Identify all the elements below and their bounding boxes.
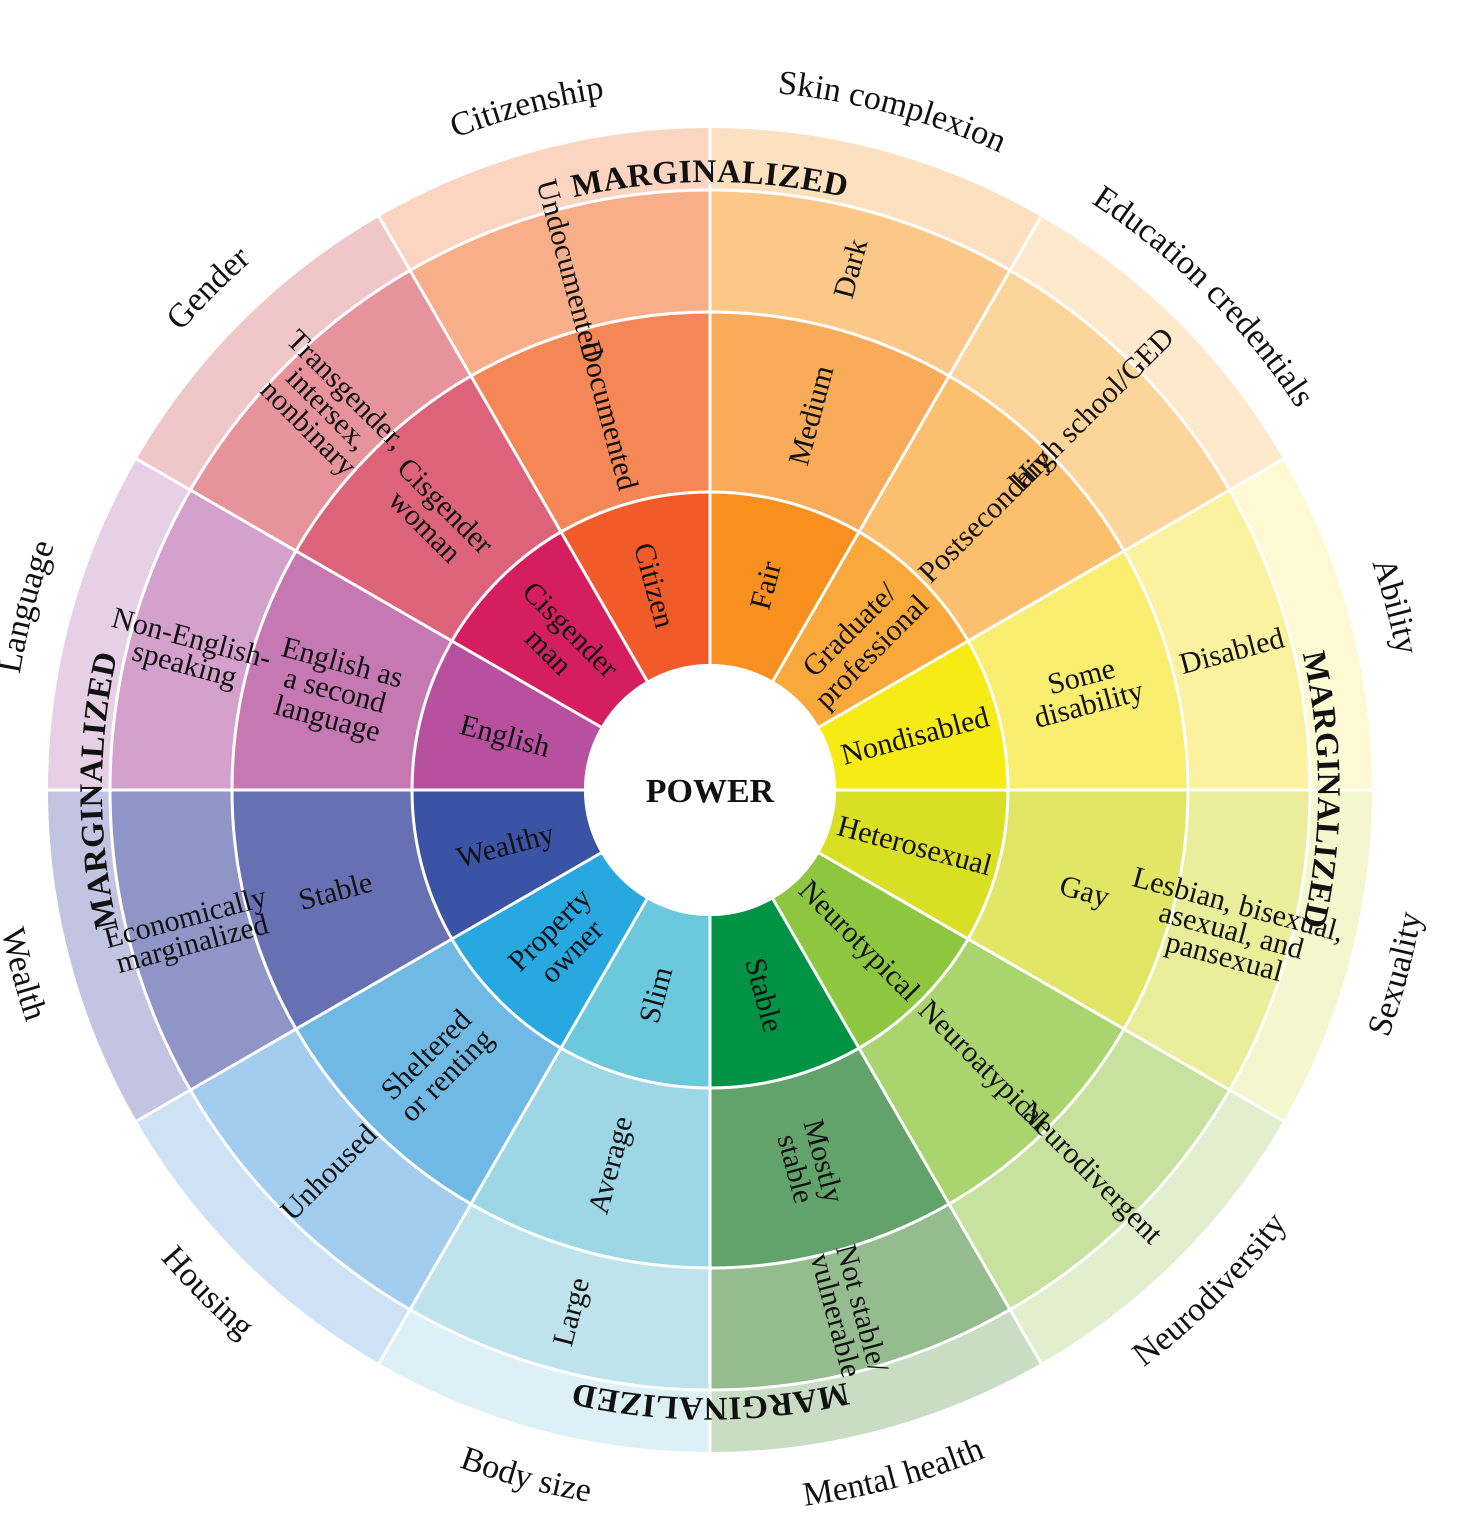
sector-education-credentials-ring-3 (949, 270, 1230, 551)
sector-neurodiversity-ring-4 (1010, 1090, 1284, 1364)
center-power-label: POWER (646, 773, 775, 810)
sector-sexuality-ring-1 (819, 790, 1008, 939)
sector-neurodiversity-ring-2 (859, 939, 1124, 1204)
spoke-separator (771, 215, 1043, 682)
sector-mental-health-ring-4 (710, 1309, 1041, 1452)
spoke-separator (135, 457, 602, 729)
sector-ability-ring-3 (1123, 490, 1310, 790)
sector-language-ring-1 (412, 641, 601, 790)
wheel-separators (48, 128, 1372, 1452)
category-label-citizenship: Citizenship (445, 69, 606, 145)
wheel-sectors (48, 128, 1372, 1452)
sector-housing-ring-2 (296, 939, 561, 1204)
spoke-separator (818, 457, 1285, 729)
sector-skin-complexion-ring-3 (710, 190, 1010, 377)
spoke-separator (818, 851, 1285, 1123)
sector-sexuality-ring-3 (1123, 790, 1310, 1090)
sector-neurodiversity-ring-1 (773, 853, 969, 1049)
spoke-separator (135, 851, 602, 1123)
sector-gender-ring-2 (296, 376, 561, 641)
category-label-text: Citizenship (445, 69, 606, 145)
sector-education-credentials-ring-2 (859, 376, 1124, 641)
category-label-text: Body size (456, 1440, 594, 1510)
sector-skin-complexion-ring-4 (710, 128, 1041, 271)
sector-education-credentials-ring-4 (1010, 216, 1284, 491)
category-label-text: Language (0, 535, 62, 676)
sector-gender-ring-4 (136, 216, 411, 491)
sector-citizenship-ring-4 (379, 128, 710, 271)
sector-housing-ring-4 (136, 1090, 411, 1364)
sector-language-ring-3 (110, 490, 297, 790)
sector-wealth-ring-1 (412, 790, 601, 939)
category-label-body-size: Body size (456, 1440, 594, 1510)
sector-wealth-ring-4 (48, 790, 191, 1121)
sector-ability-ring-4 (1229, 459, 1372, 790)
category-label-ability: Ability (1365, 554, 1426, 658)
sector-gender-ring-3 (190, 270, 471, 551)
sector-housing-ring-1 (451, 853, 647, 1049)
ring-label-language-2: English asa secondlanguage (263, 631, 406, 751)
spoke-separator (771, 898, 1043, 1365)
category-label-language: Language (0, 535, 62, 676)
sector-citizenship-ring-3 (410, 190, 710, 377)
spoke-separator (377, 898, 649, 1365)
category-label-sexuality: Sexuality (1361, 909, 1429, 1041)
category-label-text: Wealth (0, 924, 54, 1025)
sector-sexuality-ring-4 (1229, 790, 1372, 1121)
sector-body-size-ring-3 (410, 1203, 710, 1390)
sector-mental-health-ring-1 (710, 899, 859, 1088)
sector-wealth-ring-3 (110, 790, 297, 1090)
sector-body-size-ring-4 (379, 1309, 710, 1452)
sector-gender-ring-1 (451, 531, 647, 727)
center-circle (584, 664, 836, 916)
category-label-text: Sexuality (1361, 909, 1429, 1041)
sector-ability-ring-1 (819, 641, 1008, 790)
sector-housing-ring-3 (190, 1029, 471, 1310)
sector-citizenship-ring-1 (561, 492, 710, 681)
sector-neurodiversity-ring-3 (949, 1029, 1230, 1310)
sector-body-size-ring-1 (561, 899, 710, 1088)
category-label-wealth: Wealth (0, 924, 54, 1025)
sector-mental-health-ring-3 (710, 1203, 1010, 1390)
center-group: POWER (584, 664, 836, 916)
category-label-mental-health: Mental health (800, 1430, 988, 1513)
category-label-text: Ability (1365, 554, 1426, 658)
ring-label-mental-health-2: Mostlystable (769, 1116, 851, 1214)
sector-education-credentials-ring-1 (773, 531, 969, 727)
category-label-text: Mental health (800, 1430, 988, 1513)
spoke-separator (377, 215, 649, 682)
sector-skin-complexion-ring-1 (710, 492, 859, 681)
sector-language-ring-4 (48, 459, 191, 790)
